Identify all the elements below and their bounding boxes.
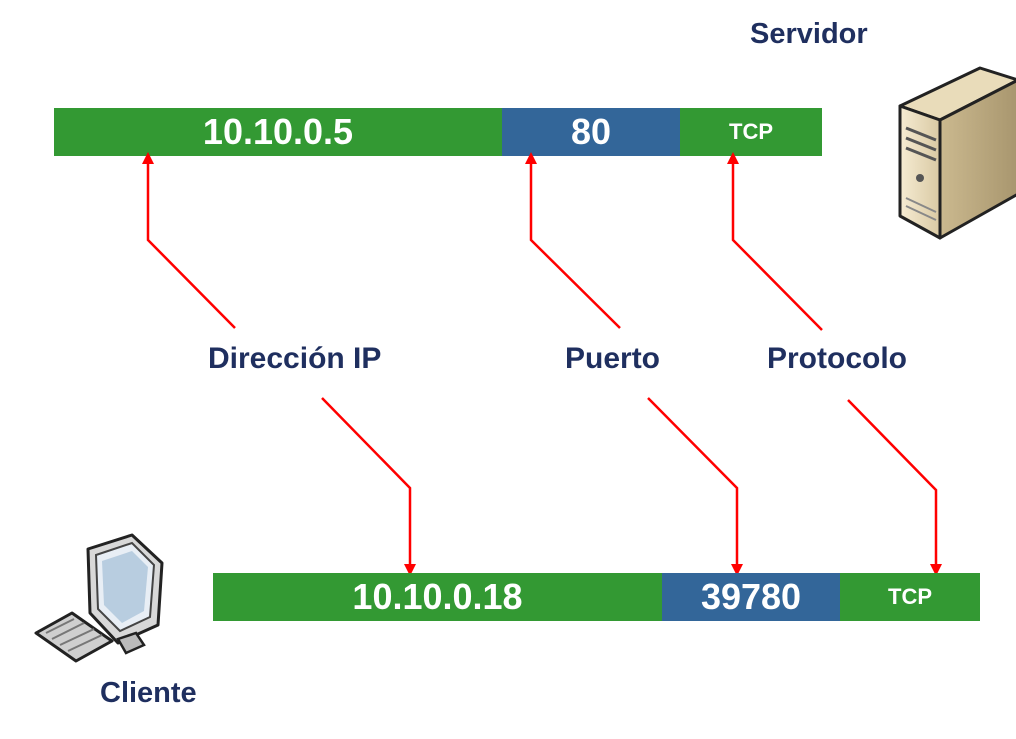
label-protocol: Protocolo <box>767 342 907 375</box>
client-socket-bar: 10.10.0.18 39780 TCP <box>213 573 980 621</box>
client-ip-segment: 10.10.0.18 <box>213 573 662 621</box>
server-protocol-segment: TCP <box>680 108 822 156</box>
client-port-segment: 39780 <box>662 573 840 621</box>
client-protocol-segment: TCP <box>840 573 980 621</box>
server-tower-icon <box>898 66 1016 240</box>
arrow-protocol-to-server <box>727 152 823 331</box>
arrow-ip-to-server <box>142 152 236 329</box>
arrow-port-to-server <box>525 152 621 329</box>
server-ip-segment: 10.10.0.5 <box>54 108 502 156</box>
label-port: Puerto <box>565 342 661 375</box>
desktop-computer-icon <box>34 533 164 663</box>
client-title: Cliente <box>100 677 197 709</box>
arrow-port-to-client <box>647 397 743 576</box>
label-ip-address: Dirección IP <box>208 342 382 375</box>
server-socket-bar: 10.10.0.5 80 TCP <box>54 108 822 156</box>
server-port-segment: 80 <box>502 108 680 156</box>
arrow-protocol-to-client <box>847 399 942 576</box>
server-title: Servidor <box>750 18 868 50</box>
arrow-ip-to-client <box>321 397 416 576</box>
